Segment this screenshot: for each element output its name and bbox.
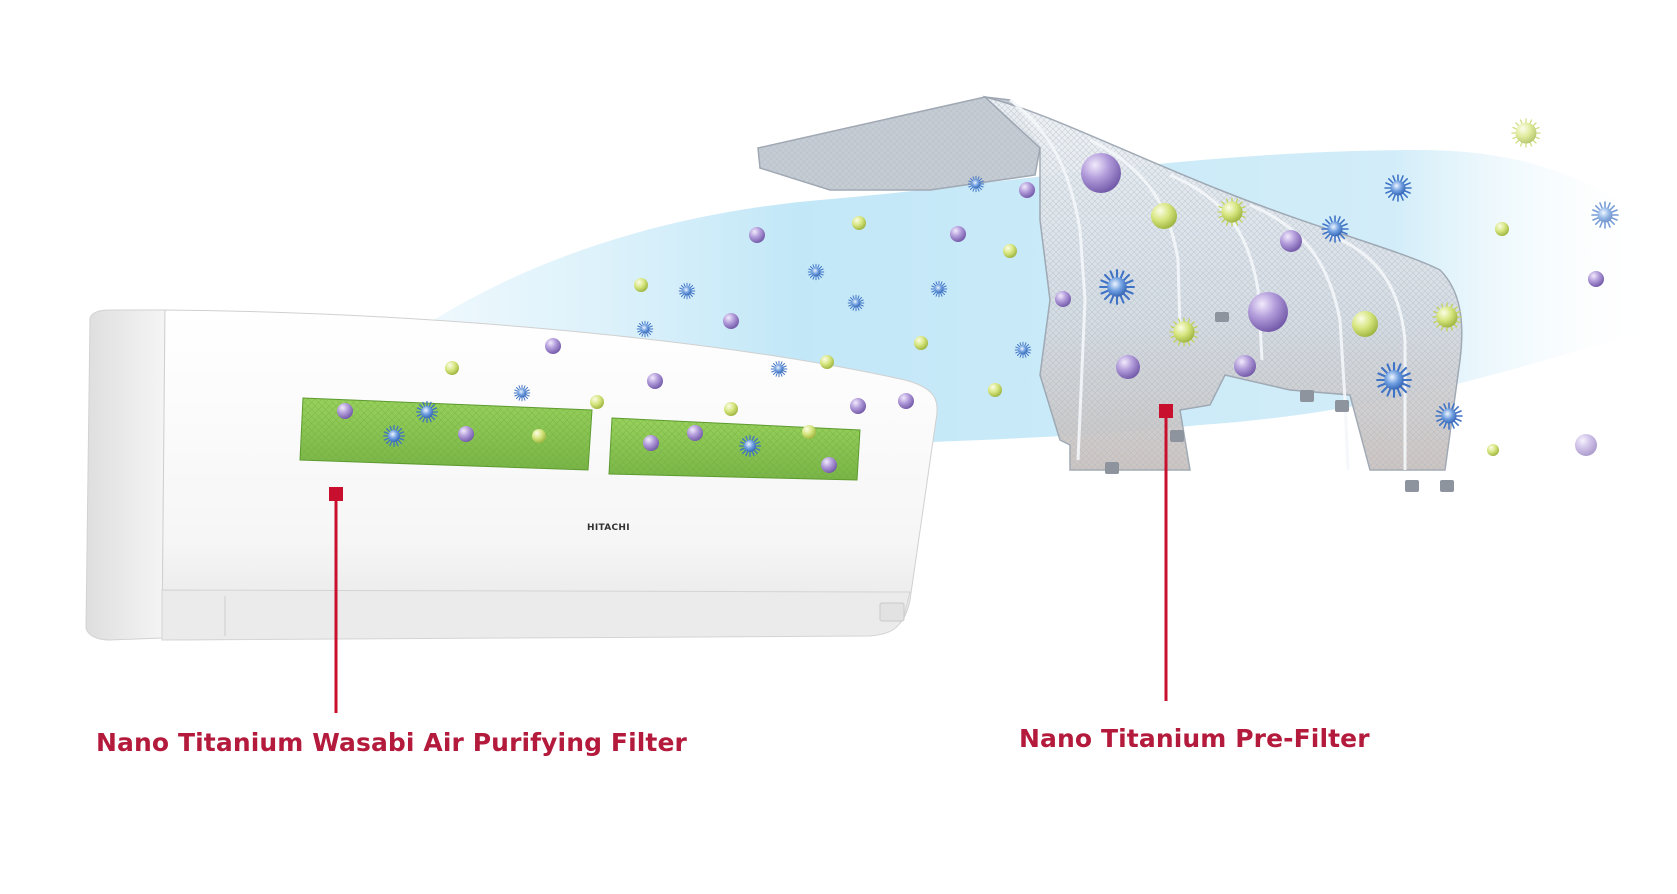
purple-particle	[1019, 182, 1035, 198]
brand-logo: HITACHI	[587, 523, 630, 533]
purple-particle	[1588, 271, 1604, 287]
wasabi-filter-right	[608, 417, 861, 481]
indoor-ac-unit	[85, 309, 938, 641]
bacteria-particle	[636, 320, 654, 338]
green-particle	[1495, 222, 1509, 236]
bacteria-particle	[930, 280, 948, 298]
purple-particle	[337, 403, 353, 419]
wasabi-filter-left	[299, 397, 593, 471]
bacteria-particle	[967, 175, 985, 193]
pollen-particle	[1217, 197, 1247, 227]
purple-particle-group	[337, 153, 1604, 473]
purple-particle	[1248, 292, 1288, 332]
bacteria-particle	[770, 360, 788, 378]
purple-particle	[898, 393, 914, 409]
bacteria-particle	[847, 294, 865, 312]
purple-particle	[545, 338, 561, 354]
green-particle	[1352, 311, 1378, 337]
purple-particle	[1575, 434, 1597, 456]
green-particle	[532, 429, 546, 443]
bacteria-particle	[382, 424, 406, 448]
green-particle	[820, 355, 834, 369]
green-particle	[802, 425, 816, 439]
bacteria-particle	[415, 400, 439, 424]
pollutant-particles	[337, 118, 1619, 473]
purple-particle	[1055, 291, 1071, 307]
pollen-particle	[1432, 302, 1462, 332]
bacteria-particle	[513, 384, 531, 402]
green-particle	[445, 361, 459, 375]
bacteria-particle	[1376, 362, 1412, 398]
callout-wasabi	[329, 487, 343, 713]
bacteria-particle	[1591, 201, 1619, 229]
pollen-particle	[1511, 118, 1541, 148]
pollen-particle	[1169, 317, 1199, 347]
purple-particle	[850, 398, 866, 414]
purple-particle	[950, 226, 966, 242]
pre-filter-label: Nano Titanium Pre-Filter	[1019, 724, 1370, 753]
green-particle	[852, 216, 866, 230]
wasabi-filter-label: Nano Titanium Wasabi Air Purifying Filte…	[96, 728, 687, 757]
bacteria-particle	[738, 434, 762, 458]
bacteria-particle	[1384, 174, 1412, 202]
bacteria-particle	[1321, 215, 1349, 243]
green-particle	[914, 336, 928, 350]
purple-particle	[1116, 355, 1140, 379]
bacteria-particle	[1435, 402, 1463, 430]
callout-prefilter	[1159, 404, 1173, 701]
callout-marker	[329, 487, 343, 501]
purple-particle	[749, 227, 765, 243]
green-particle	[1151, 203, 1177, 229]
bacteria-particle	[807, 263, 825, 281]
green-particle	[590, 395, 604, 409]
bacteria-particle	[1099, 269, 1135, 305]
green-particle	[988, 383, 1002, 397]
green-particle	[1003, 244, 1017, 258]
purple-particle	[643, 435, 659, 451]
green-particle-group	[445, 203, 1509, 456]
purple-particle	[1081, 153, 1121, 193]
purple-particle	[647, 373, 663, 389]
green-particle	[724, 402, 738, 416]
purple-particle	[1234, 355, 1256, 377]
callout-marker	[1159, 404, 1173, 418]
unit-display-panel	[879, 602, 905, 622]
purple-particle	[458, 426, 474, 442]
purple-particle	[1280, 230, 1302, 252]
purple-particle	[687, 425, 703, 441]
green-particle	[1487, 444, 1499, 456]
bacteria-particle	[678, 282, 696, 300]
purple-particle	[821, 457, 837, 473]
purple-particle	[723, 313, 739, 329]
bacteria-particle	[1014, 341, 1032, 359]
green-particle	[634, 278, 648, 292]
